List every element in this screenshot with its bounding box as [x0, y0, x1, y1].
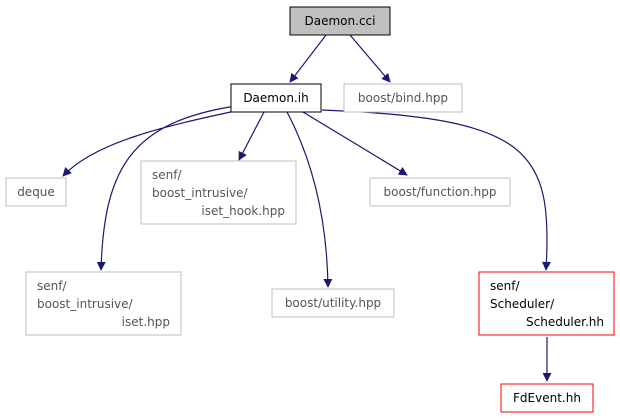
- node-iset-hpp-line-2: boost_intrusive/: [37, 297, 134, 311]
- node-scheduler-hh[interactable]: senf/ Scheduler/ Scheduler.hh: [478, 271, 615, 336]
- node-scheduler-hh-line-2: Scheduler/: [490, 297, 555, 311]
- node-fdevent-hh[interactable]: FdEvent.hh: [500, 383, 594, 413]
- node-daemon-cci-label: Daemon.cci: [305, 14, 376, 28]
- node-deque[interactable]: deque: [5, 177, 67, 207]
- edge-daemon-ih-to-deque: [62, 109, 241, 177]
- node-deque-label: deque: [17, 185, 55, 199]
- edge-daemon-ih-to-function-hpp: [302, 111, 408, 176]
- node-function-hpp-label: boost/function.hpp: [384, 185, 497, 199]
- node-bind-hpp[interactable]: boost/bind.hpp: [343, 83, 463, 113]
- edge-daemon-ih-to-iset-hook: [238, 111, 265, 161]
- node-iset-hook-line-1: senf/: [152, 168, 182, 182]
- node-iset-hook-line-3: iset_hook.hpp: [201, 204, 285, 218]
- node-iset-hook-line-2: boost_intrusive/: [152, 186, 249, 200]
- edge-daemon-ih-to-scheduler-hh: [321, 109, 551, 271]
- node-daemon-ih-label: Daemon.ih: [243, 91, 308, 105]
- edge-daemon-cci-to-bind-hpp: [349, 34, 391, 83]
- edge-daemon-ih-to-utility-hpp: [286, 111, 333, 288]
- node-iset-hpp-line-3: iset.hpp: [122, 315, 170, 329]
- edge-daemon-ih-to-iset-hpp: [96, 105, 237, 271]
- node-scheduler-hh-line-1: senf/: [490, 279, 520, 293]
- node-fdevent-hh-label: FdEvent.hh: [513, 391, 581, 405]
- node-daemon-ih[interactable]: Daemon.ih: [230, 83, 322, 113]
- edges: [62, 34, 552, 382]
- node-scheduler-hh-line-3: Scheduler.hh: [526, 315, 604, 329]
- node-iset-hpp[interactable]: senf/ boost_intrusive/ iset.hpp: [25, 271, 182, 336]
- node-iset-hook[interactable]: senf/ boost_intrusive/ iset_hook.hpp: [140, 160, 297, 225]
- node-utility-hpp[interactable]: boost/utility.hpp: [271, 288, 395, 318]
- node-bind-hpp-label: boost/bind.hpp: [358, 91, 448, 105]
- edge-daemon-cci-to-daemon-ih: [289, 34, 327, 83]
- node-function-hpp[interactable]: boost/function.hpp: [369, 177, 511, 207]
- node-daemon-cci[interactable]: Daemon.cci: [289, 6, 391, 36]
- node-iset-hpp-line-1: senf/: [37, 279, 67, 293]
- node-utility-hpp-label: boost/utility.hpp: [285, 296, 381, 310]
